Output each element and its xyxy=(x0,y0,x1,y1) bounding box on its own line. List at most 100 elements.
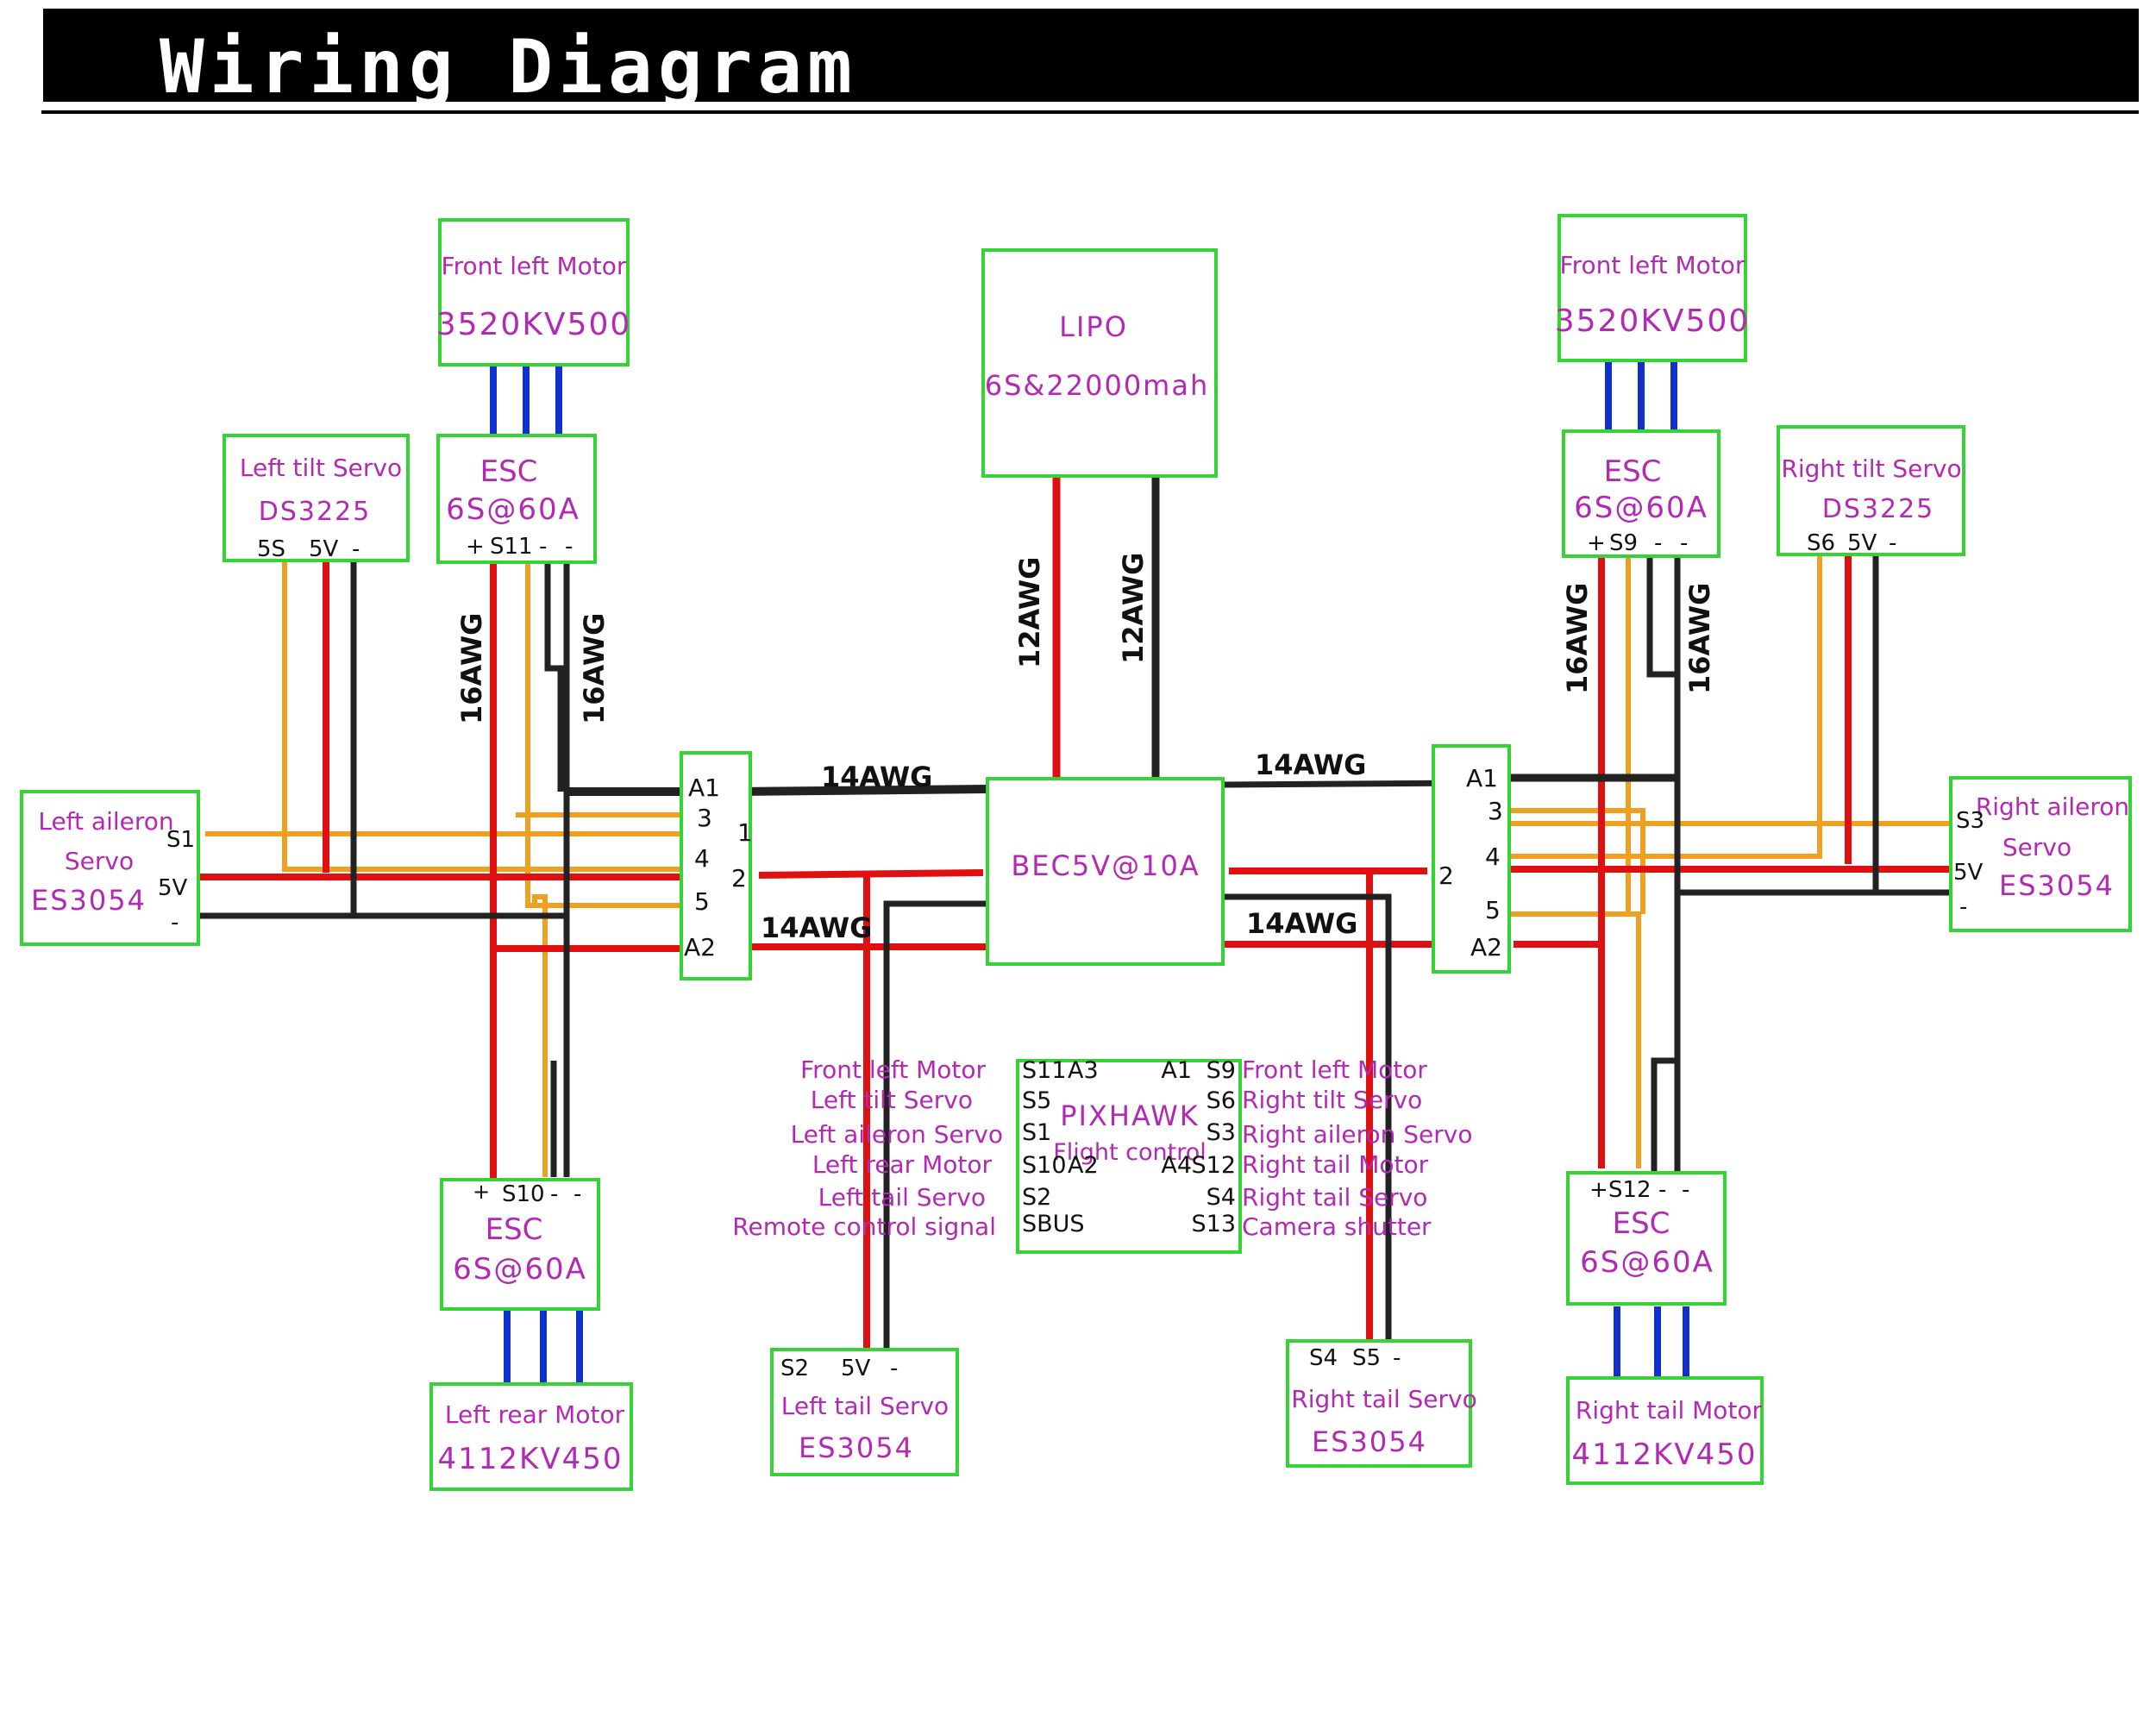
pixhawk-pin: S13 xyxy=(1192,1211,1237,1237)
pin-label: - xyxy=(539,534,547,560)
component-name: Left tail Servo xyxy=(781,1392,949,1420)
component-name: Right tail Servo xyxy=(1291,1385,1476,1413)
signal-wire xyxy=(1470,808,1645,914)
pin-label: - xyxy=(1680,530,1688,556)
pixhawk-pin: S9 xyxy=(1206,1057,1236,1084)
pixhawk-pin: S2 xyxy=(1022,1184,1051,1211)
component-name: Left tilt Servo xyxy=(240,454,402,482)
component-model: 4112KV450 xyxy=(1572,1437,1758,1472)
awg-label: 16AWG xyxy=(455,613,488,724)
bec-5v-wire xyxy=(758,869,984,879)
pixhawk-channel-label: Right tilt Servo xyxy=(1242,1086,1422,1114)
awg-label: 14AWG xyxy=(761,911,872,944)
pin-label: 5V xyxy=(309,536,339,562)
pin-label: - xyxy=(1654,530,1662,556)
pixhawk-pin: S12 xyxy=(1192,1152,1237,1179)
pin-label: + xyxy=(473,1180,490,1204)
component-name-line2: Servo xyxy=(65,847,134,875)
component-spec: 6S@60A xyxy=(1574,491,1708,525)
pixhawk-channel-label: Left rear Motor xyxy=(812,1150,993,1179)
power-wires xyxy=(198,552,1951,1348)
component-spec: 6S&22000mah xyxy=(985,369,1209,402)
pixhawk-channel-label: Remote control signal xyxy=(732,1212,996,1241)
pixhawk-pin: A4 xyxy=(1161,1152,1192,1179)
component-model: ES3054 xyxy=(799,1431,914,1464)
hub-label: 4 xyxy=(694,844,710,873)
hub-label: 3 xyxy=(697,804,712,832)
pixhawk-pin: A2 xyxy=(1068,1152,1099,1179)
pin-label: - xyxy=(550,1181,558,1207)
component-name: Right tilt Servo xyxy=(1781,454,1961,483)
servo-ground-wire xyxy=(883,900,987,1348)
right-aileron-servo: Right aileron Servo ES3054 S3 5V - xyxy=(1949,776,2132,932)
pixhawk-channel-label: Front left Motor xyxy=(800,1055,986,1084)
pixhawk-channel-label: Left aileron Servo xyxy=(791,1120,1003,1149)
pin-label: S4 xyxy=(1309,1345,1338,1371)
front-left-motor: Front left Motor 3520KV500 xyxy=(436,218,630,366)
pixhawk-pin: A1 xyxy=(1161,1057,1192,1084)
hub-label: 5 xyxy=(1485,896,1501,924)
left-rear-motor: Left rear Motor 4112KV450 xyxy=(429,1382,633,1491)
motor-phase-wires xyxy=(490,362,1689,1384)
esc-ground-wire xyxy=(1651,1057,1676,1173)
signal-wires xyxy=(205,552,1951,1177)
signal-wire xyxy=(1483,552,1822,859)
pin-label: S11 xyxy=(490,534,533,560)
pin-label: + xyxy=(466,534,485,560)
front-right-motor: Front left Motor 3520KV500 xyxy=(1555,214,1748,362)
component-name: BEC5V@10A xyxy=(1011,849,1200,882)
pin-label: - xyxy=(352,536,360,562)
lipo-battery: LIPO 6S&22000mah xyxy=(981,248,1218,478)
component-model: DS3225 xyxy=(259,497,372,527)
awg-label: 16AWG xyxy=(1561,583,1594,694)
esc-ground-wire xyxy=(544,562,564,792)
pin-label: S10 xyxy=(502,1181,545,1207)
pixhawk-channel-label: Left tilt Servo xyxy=(811,1086,973,1114)
component-model: ES3054 xyxy=(31,884,147,917)
right-tilt-servo: Right tilt Servo DS3225 S6 5V - xyxy=(1777,425,1965,556)
pin-label: + xyxy=(1587,530,1606,556)
component-spec: 6S@60A xyxy=(446,492,580,527)
awg-label: 12AWG xyxy=(1013,557,1046,668)
pixhawk-pin: S10 xyxy=(1022,1152,1067,1179)
component-name-line2: Servo xyxy=(2002,833,2071,861)
component-name: Left aileron xyxy=(38,807,173,836)
pin-label: S12 xyxy=(1608,1177,1651,1203)
hub-label: 4 xyxy=(1485,842,1501,871)
component-name: ESC xyxy=(1613,1206,1670,1241)
esc-rear-right: ESC 6S@60A + S12 - - xyxy=(1566,1171,1727,1306)
pixhawk-pin: S1 xyxy=(1022,1119,1051,1146)
component-name: ESC xyxy=(1604,454,1662,489)
hub-label: A2 xyxy=(1470,933,1502,961)
pin-label: S2 xyxy=(780,1356,809,1381)
component-spec: 6S@60A xyxy=(453,1252,587,1287)
servo-ground-wire xyxy=(1223,893,1392,1339)
component-name: Front left Motor xyxy=(1560,251,1745,279)
page-title: Wiring Diagram xyxy=(160,24,857,110)
awg-label: 12AWG xyxy=(1117,553,1150,664)
component-model: 4112KV450 xyxy=(438,1442,624,1476)
component-name: Left rear Motor xyxy=(445,1400,625,1429)
pin-label: S5 xyxy=(1352,1345,1381,1371)
ground-bus-wire xyxy=(1222,780,1467,788)
hub-label: 3 xyxy=(1488,797,1503,825)
pixhawk-name: PIXHAWK xyxy=(1060,1099,1199,1132)
component-name: Right tail Motor xyxy=(1576,1396,1763,1425)
pin-label: 5S xyxy=(257,536,285,562)
pin-label: + xyxy=(1589,1177,1608,1203)
pixhawk-pin: A3 xyxy=(1068,1057,1099,1084)
component-model: ES3054 xyxy=(1999,869,2115,902)
bec-module: BEC5V@10A xyxy=(986,777,1225,966)
pixhawk-subtitle: Flight control xyxy=(1053,1139,1206,1166)
ground-bus-wire xyxy=(736,785,988,796)
awg-label: 16AWG xyxy=(578,613,611,724)
pin-label: 5V xyxy=(841,1356,871,1381)
pin-label: - xyxy=(1393,1345,1401,1371)
title-underline xyxy=(41,110,2139,114)
awg-label: 14AWG xyxy=(1246,907,1357,940)
hub-label: 1 xyxy=(737,818,753,847)
